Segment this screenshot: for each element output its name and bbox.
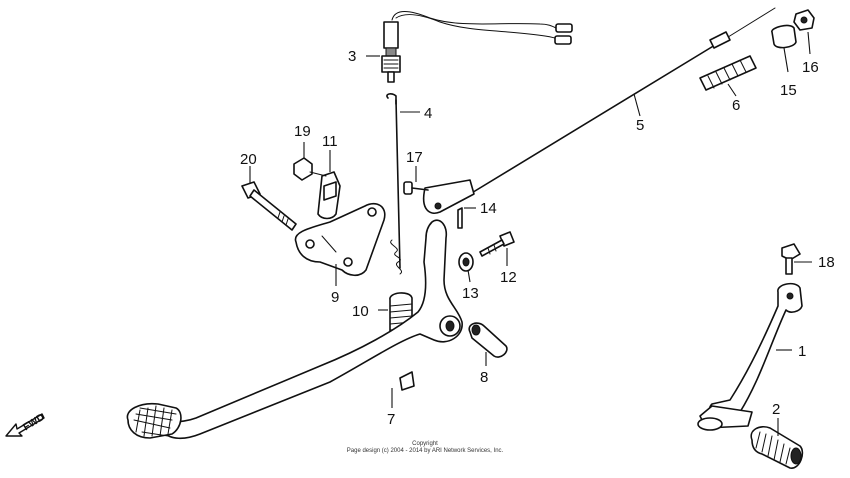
callout-20: 20 [240,151,257,168]
callout-15: 15 [780,82,797,99]
gearshift-pedal-1-part [697,282,803,431]
callout-3: 3 [348,48,356,65]
callout-2: 2 [772,401,780,418]
copyright-line-2: Page design (c) 2004 - 2014 by ARI Netwo… [346,448,504,454]
cotter-pin-14-part [457,207,463,229]
callout-6: 6 [732,97,740,114]
pin-17-part [403,181,429,195]
callout-4: 4 [424,105,432,122]
adjuster-nut-part [771,9,815,49]
bolt-12-part [479,231,515,257]
leader-lines [249,31,812,436]
bolt-18-part [781,243,801,275]
callout-5: 5 [636,117,644,134]
forward-direction-indicator: FWD [5,412,47,437]
callout-9: 9 [331,289,339,306]
callout-11: 11 [322,133,338,150]
callout-12: 12 [500,269,517,286]
washer-13-part [458,252,474,272]
shift-rubber-2-part [750,425,804,469]
forward-arrow-icon [5,413,45,437]
callout-13: 13 [462,285,479,302]
brake-rod-part [386,93,402,275]
callout-18: 18 [818,254,835,271]
brake-cable-rod-part [422,7,776,214]
callout-8: 8 [480,369,488,386]
copyright-line-1: Copyright [412,441,438,447]
callout-17: 17 [406,149,423,166]
pivot-shaft-8-part [468,322,508,358]
callout-19: 19 [294,123,311,140]
copyright-notice: Copyright Page design (c) 2004 - 2014 by… [300,441,550,455]
pivot-bracket-part [294,202,386,277]
spring-part [699,55,757,91]
callout-7: 7 [387,411,395,428]
callout-14: 14 [480,200,497,217]
callout-1: 1 [798,343,806,360]
brake-pedal-7-part [126,219,463,440]
switch-plate-part [317,171,341,220]
callout-numbers: 1 2 3 4 5 6 7 8 9 10 11 12 13 14 15 16 1… [240,48,835,428]
callout-10: 10 [352,303,369,320]
callout-16: 16 [802,59,819,76]
brake-switch-part [381,11,573,83]
bolt-20-part [241,181,297,231]
